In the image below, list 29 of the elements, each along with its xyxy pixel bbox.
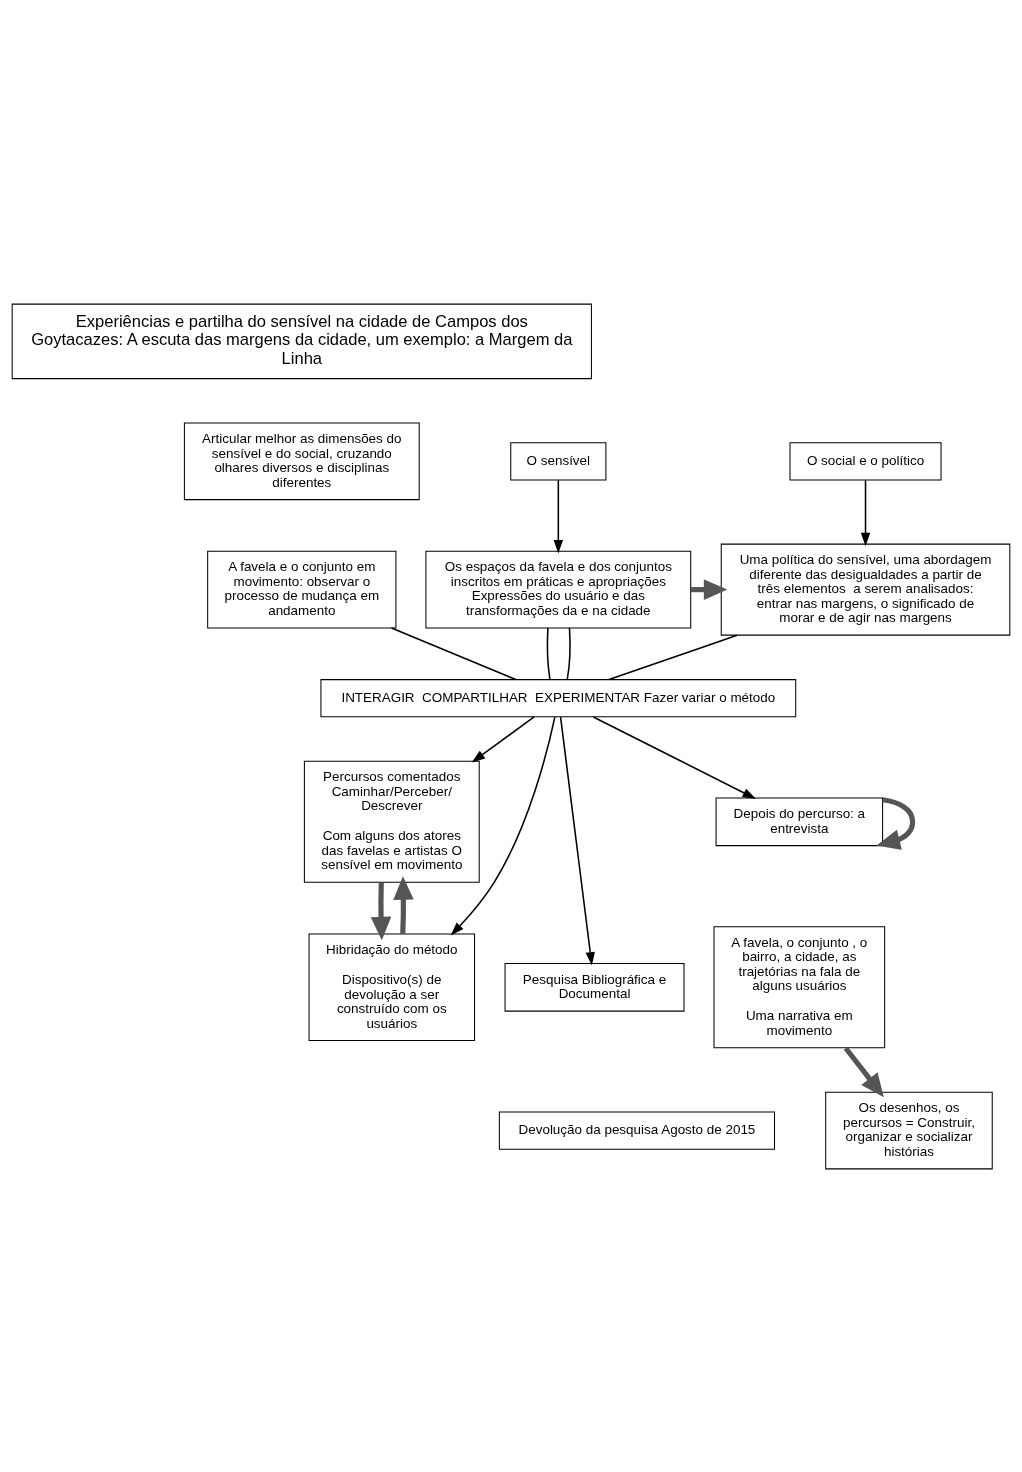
- arrow: [370, 882, 392, 940]
- node-box: Depois do percurso: a entrevista: [715, 797, 884, 846]
- node-box: Pesquisa Bibliográfica e Documental: [504, 962, 685, 1012]
- arrow: [876, 796, 916, 850]
- arrow: [860, 478, 871, 546]
- connector: [546, 626, 551, 680]
- connector: [390, 626, 517, 680]
- node-box: Uma política do sensível, uma abordagem diferente das desigualdades a partir de três elementos a serem analisados: entrar nas margens, o significado de morar e de agir nas margens: [720, 543, 1011, 636]
- node-box: O sensível: [510, 441, 607, 480]
- arrow: [393, 875, 414, 934]
- node-box: Os espaços da favela e dos conjuntos inscritos em práticas e apropriações Expressões do usuário e das transformações da e na cidade: [425, 550, 692, 628]
- arrow: [843, 1046, 884, 1097]
- arrow: [471, 715, 535, 762]
- node-box: A favela e o conjunto em movimento: observar o processo de mudança em andamento: [207, 550, 397, 628]
- node-box: Os desenhos, os percursos = Construir, organizar e socializar histórias: [825, 1091, 993, 1169]
- node-box: Devolução da pesquisa Agosto de 2015: [498, 1110, 775, 1150]
- arrow: [559, 715, 595, 966]
- connector: [608, 633, 738, 680]
- node-box: INTERAGIR COMPARTILHAR EXPERIMENTAR Fazer variar o método: [320, 678, 797, 717]
- node-box: Articular melhor as dimensões do sensível e do social, cruzando olhares diversos e disciplinas diferentes: [183, 422, 420, 500]
- node-box: Hibridação do método Dispositivo(s) de devolução a ser construído com os usuários: [308, 933, 476, 1041]
- node-box: Percursos comentados Caminhar/Perceber/ Descrever Com alguns dos atores das favelas e artistas O sensível em movimento: [303, 760, 480, 883]
- node-box: Experiências e partilha do sensível na cidade de Campos dos Goytacazes: A escuta das margens da cidade, um exemplo: a Margem da Linha: [11, 303, 592, 379]
- node-box: O social e o político: [789, 441, 942, 480]
- arrow: [592, 715, 757, 799]
- connector: [566, 626, 571, 680]
- arrow: [553, 478, 564, 553]
- node-box: A favela, o conjunto , o bairro, a cidade, as trajetórias na fala de alguns usuários Uma narrativa em movimento: [713, 925, 886, 1048]
- arrow: [450, 715, 556, 936]
